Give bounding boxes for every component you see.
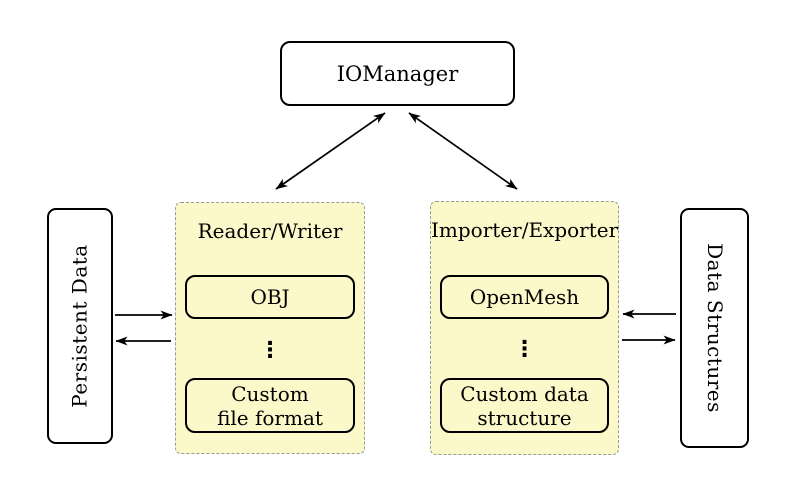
node-obj: OBJ (185, 275, 355, 319)
container-reader-writer: Reader/Writer OBJ ⋮ Custom file format (175, 202, 365, 454)
arrow-iomanager-readerwriter (275, 112, 386, 190)
vertical-ellipsis: ⋮ (513, 337, 536, 362)
node-data-structures-label: Data Structures (702, 243, 727, 413)
node-custom-data-structure: Custom data structure (440, 378, 609, 433)
vertical-ellipsis: ⋮ (259, 338, 281, 363)
container-importer-exporter-title: Importer/Exporter (431, 218, 619, 242)
node-data-structures: Data Structures (680, 208, 749, 448)
node-iomanager-label: IOManager (336, 61, 459, 86)
node-iomanager: IOManager (280, 41, 515, 106)
node-custom-file-format: Custom file format (185, 378, 355, 433)
container-reader-writer-title: Reader/Writer (197, 219, 343, 243)
node-persistent-data: Persistent Data (47, 208, 113, 444)
node-obj-label: OBJ (250, 285, 290, 309)
arrow-iomanager-importerexporter (408, 112, 518, 190)
node-openmesh-label: OpenMesh (469, 285, 580, 309)
node-openmesh: OpenMesh (440, 275, 609, 319)
container-importer-exporter: Importer/Exporter OpenMesh ⋮ Custom data… (430, 201, 619, 455)
node-custom-file-format-label: Custom file format (217, 381, 323, 430)
node-persistent-data-label: Persistent Data (68, 244, 93, 408)
node-custom-data-structure-label: Custom data structure (460, 381, 589, 430)
